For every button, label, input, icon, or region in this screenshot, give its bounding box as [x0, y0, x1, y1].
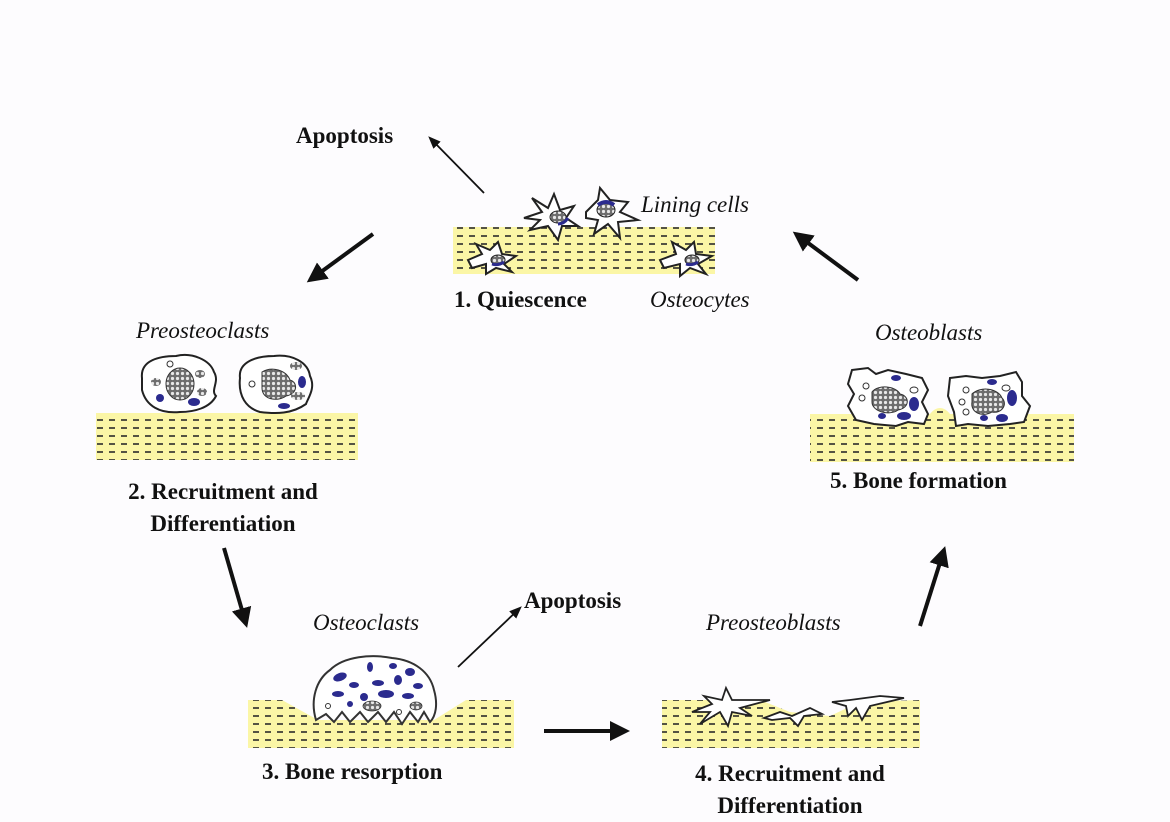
stage-2-title: 2. Recruitment and Differentiation — [98, 476, 348, 540]
bone-surface — [248, 700, 514, 748]
arrow-1-to-apoptosis — [428, 136, 485, 194]
bone-surface — [810, 408, 1074, 462]
preosteoclasts-label: Preosteoclasts — [136, 318, 270, 343]
osteoblast-cell — [946, 370, 1032, 428]
stage-3-resorption — [248, 655, 514, 748]
stage-2-recruitment — [96, 354, 358, 460]
preosteoclast-cell — [238, 354, 314, 414]
stage-5-title: 5. Bone formation — [830, 468, 1007, 493]
stage-4-recruitment — [662, 685, 920, 748]
apoptosis-label-top: Apoptosis — [296, 123, 394, 148]
preosteoblasts-label: Preosteoblasts — [706, 610, 841, 635]
stage-5-formation — [810, 366, 1074, 462]
stage-2-title-line1: 2. Recruitment and — [128, 479, 318, 504]
arrow-4-to-5 — [918, 546, 949, 627]
preosteoclast-cell — [140, 354, 218, 414]
osteoclasts-label: Osteoclasts — [313, 610, 420, 635]
arrow-5-to-1 — [792, 231, 860, 282]
stage-4-title: 4. Recruitment and Differentiation — [664, 758, 916, 822]
osteocyte — [466, 240, 519, 276]
lining-cell — [523, 191, 582, 243]
arrow-1-to-2 — [306, 232, 375, 283]
osteocyte — [658, 239, 716, 279]
stage-4-title-line2: Differentiation — [717, 793, 863, 819]
stage-2-title-line2: Differentiation — [150, 511, 296, 537]
lining-cell — [585, 185, 642, 242]
stage-1-title: 1. Quiescence — [454, 287, 587, 312]
stage-3-title: 3. Bone resorption — [262, 759, 443, 784]
stage-1-quiescence — [453, 185, 716, 279]
arrow-2-to-3 — [222, 547, 252, 628]
osteoblasts-label: Osteoblasts — [875, 320, 983, 345]
bone-surface — [96, 413, 358, 460]
apoptosis-label-bottom: Apoptosis — [524, 588, 622, 613]
preosteoblast-cell — [691, 685, 905, 729]
arrow-3-to-apoptosis — [457, 606, 522, 668]
osteoclast-cell — [312, 655, 438, 726]
osteocytes-label: Osteocytes — [650, 287, 750, 312]
osteoblast-cell — [846, 366, 930, 428]
lining-cells-label: Lining cells — [641, 192, 749, 217]
stage-4-title-line1: 4. Recruitment and — [695, 761, 885, 786]
